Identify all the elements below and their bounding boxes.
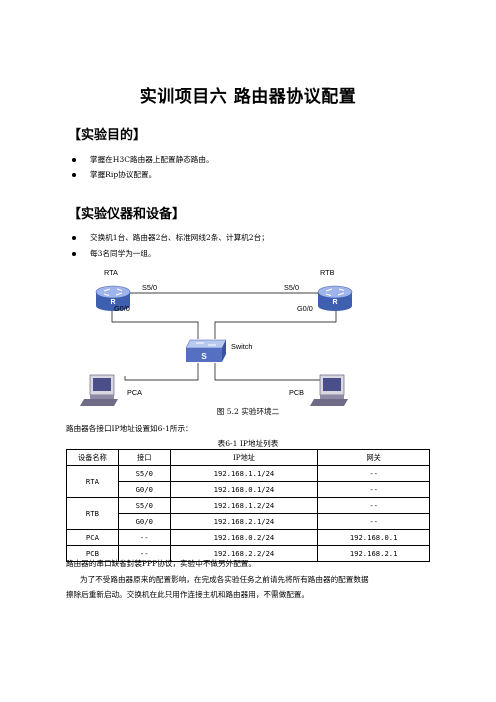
rtb-serial-label: S5/0	[284, 283, 300, 292]
link-switch-pcb	[214, 363, 323, 381]
computer-icon	[80, 374, 118, 406]
rta-ge-label: G0/0	[114, 304, 130, 313]
ip-cell: 192.168.0.2/24	[169, 529, 319, 546]
note-text: 擦除后重新启动。交换机在此只用作连接主机和路由器用，不需做配置。	[66, 590, 309, 599]
interface-cell: G0/0	[117, 513, 171, 530]
table-row: PCA -- 192.168.0.2/24 192.168.0.1	[66, 529, 430, 546]
bullet-icon	[72, 172, 76, 177]
switch-icon: S	[185, 339, 227, 362]
gateway-cell: --	[317, 497, 430, 514]
ip-cell: 192.168.1.1/24	[169, 465, 319, 482]
computer-icon	[310, 374, 348, 406]
interface-cell: G0/0	[117, 481, 171, 498]
bullet-icon	[72, 235, 76, 240]
pca-label: PCA	[127, 388, 143, 397]
column-header: 接口	[117, 449, 171, 466]
svg-text:S: S	[201, 352, 207, 361]
svg-text:R: R	[110, 299, 115, 306]
interface-cell: S5/0	[117, 465, 171, 482]
table-row: G0/0 192.168.0.1/24 --	[67, 481, 430, 498]
router-icon: R	[95, 285, 131, 311]
bullet-icon	[72, 251, 76, 256]
list-item: 交换机1台、路由器2台、标准网线2条、计算机2台；	[72, 232, 269, 243]
link-switch-pca	[124, 363, 199, 381]
switch-label: Switch	[231, 342, 253, 351]
list-item: 掌握Rip协议配置。	[72, 169, 156, 180]
rtb-ge-label: G0/0	[297, 304, 313, 313]
table-row: G0/0 192.168.2.1/24 --	[67, 513, 430, 530]
device-cell: PCA	[66, 529, 119, 546]
section-heading-purpose: 【实验目的】	[68, 128, 147, 143]
ip-cell: 192.168.2.1/24	[169, 513, 319, 530]
gateway-cell: --	[317, 513, 430, 530]
table-row: PCB -- 192.168.2.2/24 192.168.2.1	[66, 545, 430, 562]
interface-cell: --	[117, 529, 171, 546]
device-cell: RTB	[66, 497, 119, 530]
bullet-icon	[72, 157, 76, 162]
list-item: 每3名同学为一组。	[72, 248, 156, 259]
note-text: 为了不受路由器原来的配置影响，在完成各实验任务之前请先将所有路由器的配置数据	[80, 575, 369, 584]
link-rtb-switch	[214, 306, 337, 339]
table-header-row: 设备名称 接口 IP地址 网关	[66, 449, 430, 466]
page-title: 实训项目六 路由器协议配置	[139, 87, 357, 107]
ip-cell: 192.168.0.1/24	[169, 481, 319, 498]
rta-label: RTA	[104, 268, 118, 277]
gateway-cell: 192.168.0.1	[317, 529, 430, 546]
interface-cell: S5/0	[117, 497, 171, 514]
figure-caption: 图 5.2 实验环境二	[216, 407, 280, 416]
gateway-cell: --	[317, 465, 430, 482]
column-header: IP地址	[169, 449, 319, 466]
table-row: RTA S5/0 192.168.1.1/24 --	[66, 465, 430, 498]
link-rta-switch	[111, 306, 199, 339]
table-caption: 表6-1 IP地址列表	[217, 439, 279, 448]
pcb-label: PCB	[289, 388, 305, 397]
rtb-label: RTB	[320, 268, 335, 277]
column-header: 网关	[317, 449, 430, 466]
gateway-cell: 192.168.2.1	[317, 545, 430, 562]
intro-text: 路由器各接口IP地址设置如6-1所示：	[66, 424, 193, 433]
note-text: 路由器的串口缺省封装PPP协议，实验中不做另外配置。	[66, 559, 256, 568]
section-heading-equipment: 【实验仪器和设备】	[68, 207, 186, 222]
table-row: RTB S5/0 192.168.1.2/24 --	[66, 497, 430, 530]
ip-table: 设备名称 接口 IP地址 网关 RTA S5/0 192.168.1.1/24 …	[66, 449, 430, 562]
device-cell: RTA	[66, 465, 119, 498]
svg-text:R: R	[332, 299, 337, 306]
gateway-cell: --	[317, 481, 430, 498]
column-header: 设备名称	[66, 449, 119, 466]
router-icon: R	[317, 285, 353, 311]
ip-cell: 192.168.1.2/24	[169, 497, 319, 514]
list-item: 掌握在H3C路由器上配置静态路由。	[72, 154, 214, 165]
network-diagram: R R S	[80, 285, 353, 406]
interface-cell: --	[117, 545, 171, 562]
device-cell: PCB	[66, 545, 119, 562]
rta-serial-label: S5/0	[142, 283, 158, 292]
